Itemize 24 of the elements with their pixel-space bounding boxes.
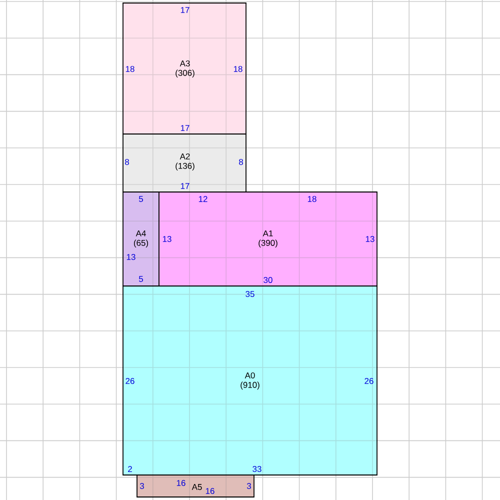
dimension-label: 16 xyxy=(206,488,214,494)
dimension-label: 17 xyxy=(180,183,190,189)
dimension-label: 30 xyxy=(264,277,272,283)
dimension-label: 12 xyxy=(198,196,208,202)
dimension-label: 2 xyxy=(128,466,132,472)
dimension-label: 17 xyxy=(180,7,190,13)
dimension-label: 8 xyxy=(239,159,243,165)
dimension-label: 13 xyxy=(366,236,374,242)
dimension-label: 18 xyxy=(308,196,316,202)
dimension-label: 8 xyxy=(125,159,129,165)
dimension-label: 33 xyxy=(252,466,262,472)
dimension-label: 18 xyxy=(234,66,242,72)
dimension-label: 5 xyxy=(139,276,143,282)
dimension-label: 26 xyxy=(126,378,134,384)
dimension-label: 5 xyxy=(139,196,143,202)
dimension-label: 3 xyxy=(246,483,251,489)
dimension-label: 3 xyxy=(140,483,144,489)
dimension-label: 13 xyxy=(162,236,172,242)
dimension-label: 26 xyxy=(364,378,374,384)
dimension-label: 18 xyxy=(126,66,134,72)
dimension-label: 16 xyxy=(176,480,186,486)
dimension-label: 35 xyxy=(246,291,254,297)
dimension-label: 17 xyxy=(180,125,190,131)
dimension-label: 13 xyxy=(126,254,136,260)
